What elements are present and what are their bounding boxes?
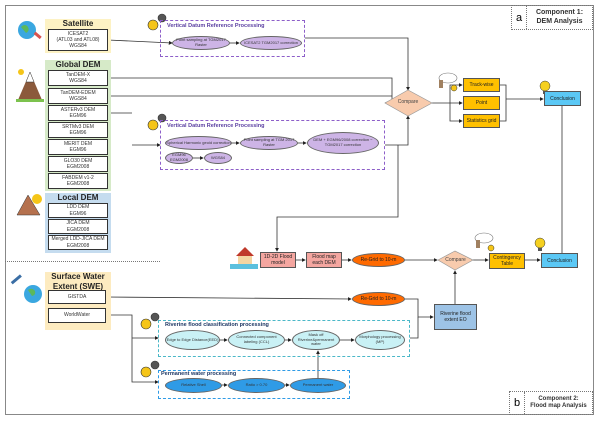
mountain-icon [16, 69, 44, 102]
satellite-title: Satellite [62, 19, 94, 28]
riverine-flood-extent-eo: Riverine flood extent EO [434, 304, 477, 330]
source-name: SRTMv3 DEM [62, 123, 94, 130]
vdrp-box-2: Vertical Datum Reference Processing [160, 120, 385, 170]
step-mask-off: Mask off Riverine&permanent water [292, 330, 340, 350]
step-spherical-harmonic: Spherical Harmonic geoid correction [165, 136, 232, 150]
component-a-label: a Component 1:DEM Analysis [511, 5, 593, 30]
globe-satellite-icon-2 [10, 274, 42, 303]
permanent-processing-box: Permanent water processing [158, 370, 350, 399]
output-track-wise: Track-wise [463, 78, 500, 92]
step-point-sampling: Point sampling at TGM2017 Raster [172, 36, 230, 50]
source-datum: EGM96 [69, 210, 87, 217]
lightbulb-icon-2 [534, 237, 546, 251]
component-b-label: b Component 2:Flood map Analysis [509, 391, 593, 415]
source-gistda: GISTDA [48, 290, 106, 304]
flooded-house-icon [230, 247, 258, 269]
regrid-1: Re-Grid to 10-m [352, 253, 405, 267]
vdrp-box-1: Vertical Datum Reference Processing [160, 20, 305, 57]
compare-diamond-2 [437, 250, 474, 271]
cloud-server-icon [438, 72, 458, 92]
source-detail: (ATL03 and ATL08) [56, 36, 100, 43]
source-datum: EGM96 [69, 113, 87, 119]
step-morphology: Morphology processing (MP) [355, 330, 405, 350]
vdrp-title-2: Vertical Datum Reference Processing [167, 123, 265, 129]
source-datum: EGM96 [69, 130, 87, 136]
global-dem-title: Global DEM [55, 60, 101, 69]
component-a-letter: a [512, 6, 527, 29]
step-wgs84: WGS84 [204, 152, 232, 164]
compare-diamond-1 [384, 89, 433, 117]
step-eed: Edge to Edge Distance(EED) [165, 330, 220, 350]
component-a-subtitle: DEM Analysis [536, 17, 583, 25]
conclusion-2: Conclusion [541, 253, 578, 268]
source-name: ICESAT2 [67, 30, 89, 37]
vdrp-title-1: Vertical Datum Reference Processing [167, 23, 265, 29]
flood-model: 1D-2D Flood model [260, 252, 296, 268]
section-divider [5, 194, 160, 262]
riverine-title: Riverine flood classification processing [165, 322, 269, 328]
regrid-2: Re-Grid to 10-m [352, 292, 405, 306]
local-dem-title: Local DEM [57, 193, 99, 202]
output-statistics-grid: Statistics grid [463, 114, 500, 128]
step-permanent-water: Permanent water [290, 378, 346, 393]
source-name: TanDEM-EDEM [60, 89, 96, 96]
globe-satellite-icon [18, 21, 42, 40]
flood-map-each-dem: Flood map each DEM [306, 252, 342, 268]
compare-label-2: Compare [445, 257, 466, 263]
step-relative: Relative Shell [165, 378, 222, 393]
permanent-title: Permanent water processing [161, 371, 237, 377]
conclusion-1: Conclusion [544, 91, 581, 106]
component-a-title: Component 1: [535, 8, 584, 16]
cloud-server-icon-2 [474, 232, 495, 252]
step-icesat2-correction: ICESAT2 TGM2017 correction [240, 36, 302, 50]
source-name: MERIT DEM [64, 140, 92, 147]
step-egm: EGM96 EGM2008 [165, 152, 193, 164]
source-datum: EGM96 [69, 147, 87, 153]
source-datum: WGS84 [69, 78, 87, 84]
riverine-processing-box: Riverine flood classification processing [158, 320, 410, 357]
source-datum: WGS84 [69, 43, 87, 50]
source-name: Merged LDD-JICA DEM [51, 236, 105, 243]
step-point-sampling-2: Point sampling at TGM 2017 Raster [240, 136, 298, 150]
swe-title: Surface Water Extent (SWE) [51, 272, 105, 291]
source-name: JICA DEM [66, 220, 90, 227]
mountain-sun-icon [16, 194, 42, 216]
source-name: LDD DEM [66, 204, 90, 211]
source-name: TanDEM-X [65, 71, 91, 78]
source-name: ASTERv3 DEM [60, 106, 96, 113]
source-datum: EGM2008 [66, 164, 90, 170]
source-worldwater: WorldWater [48, 308, 106, 323]
step-ratio: Ratio > 0.70 [228, 378, 285, 393]
component-b-letter: b [510, 392, 525, 414]
outer-frame [5, 5, 594, 415]
component-b-title: Component 2: [538, 395, 579, 402]
step-dem-correction: DEM + EGM96/2008 correction − TGM2017 co… [307, 132, 379, 154]
contingency-table: Contingency Table [489, 253, 525, 269]
source-name: FABDEM v1-2 [62, 174, 94, 181]
source-datum: EGM2008 [66, 226, 90, 233]
gear-icon [140, 13, 167, 378]
source-name: GLO30 DEM [63, 157, 93, 164]
compare-label-1: Compare [397, 99, 419, 105]
source-datum: WGS84 [69, 96, 87, 102]
output-point: Point [463, 96, 500, 110]
source-datum: EGM2008 [66, 181, 90, 187]
source-datum: EGM2008 [66, 242, 90, 249]
step-ccl: Connected component labeling (CCL) [228, 330, 285, 350]
component-b-subtitle: Flood map Analysis [530, 403, 587, 409]
source-icesat2: ICESAT2(ATL03 and ATL08)WGS84 [48, 29, 108, 51]
